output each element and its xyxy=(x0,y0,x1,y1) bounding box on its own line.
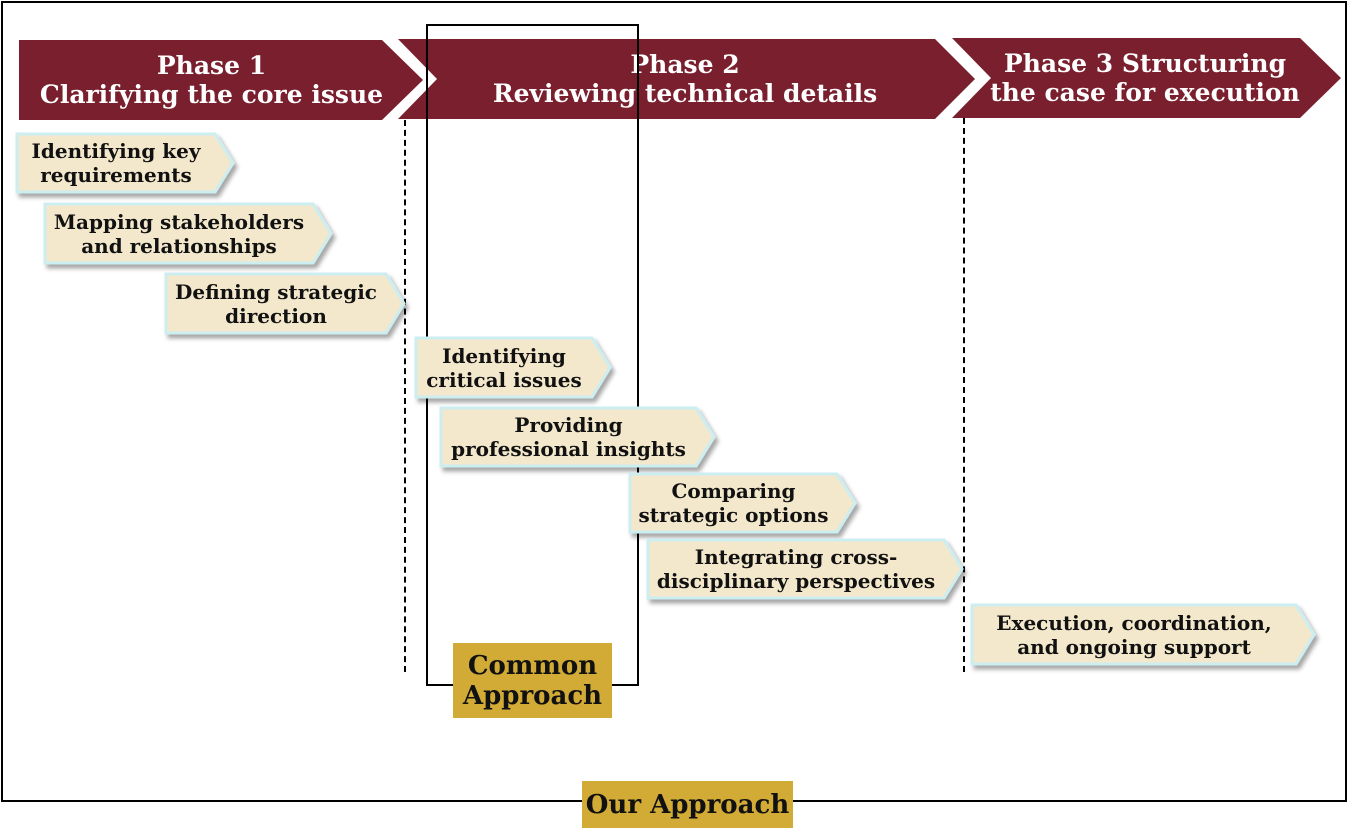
step-label-line2: critical issues xyxy=(426,367,582,392)
step-arrow xyxy=(15,132,235,194)
phase-1-chevron xyxy=(19,40,423,120)
our-approach-label: Our Approach xyxy=(582,781,793,828)
step-label-line2: direction xyxy=(225,303,327,328)
step-label-line2: professional insights xyxy=(451,437,686,461)
step-arrow xyxy=(414,336,612,399)
phase-2-subtitle: Reviewing technical details xyxy=(492,79,878,108)
step-label-line1: Comparing xyxy=(671,479,796,503)
phase-2-3-divider xyxy=(963,118,965,672)
common-approach-line1: Common xyxy=(467,650,598,681)
step-label-line1: Mapping stakeholders xyxy=(53,209,305,234)
step-label-line2: requirements xyxy=(40,163,192,187)
step-label-line1: Identifying key xyxy=(31,139,201,163)
step-label: Integrating cross-disciplinary perspecti… xyxy=(648,540,944,598)
common-approach-line2: Approach xyxy=(462,680,603,711)
step-label-line1: Identifying xyxy=(442,343,566,368)
step-label-line2: disciplinary perspectives xyxy=(656,569,936,593)
phase-1-title: Phase 1 xyxy=(156,51,267,80)
phase-1-2-divider xyxy=(404,120,406,672)
phase-2-chevron xyxy=(398,39,975,119)
step-arrow xyxy=(628,472,857,534)
phase-3-title: Phase 3 Structuring xyxy=(1003,49,1287,78)
step-label-line2: and relationships xyxy=(81,233,277,258)
step-arrow xyxy=(970,603,1316,666)
step-arrow xyxy=(164,272,406,335)
phase-3-chevron xyxy=(952,38,1341,118)
step-label-line1: Integrating cross- xyxy=(694,545,898,569)
step-label-line1: Defining strategic xyxy=(175,279,377,304)
step-arrow xyxy=(439,406,716,468)
step-label-line2: and ongoing support xyxy=(1017,634,1251,659)
phase-3-subtitle: the case for execution xyxy=(990,78,1300,107)
step-arrow xyxy=(43,202,333,265)
step-arrow xyxy=(646,538,964,600)
phase-1-subtitle: Clarifying the core issue xyxy=(39,80,384,109)
step-label-line1: Execution, coordination, xyxy=(996,610,1272,635)
step-label-line1: Providing xyxy=(514,413,623,437)
step-label-line2: strategic options xyxy=(638,503,829,527)
step-label: Execution, coordination,and ongoing supp… xyxy=(972,605,1296,664)
phase-2-title: Phase 2 xyxy=(630,50,740,79)
